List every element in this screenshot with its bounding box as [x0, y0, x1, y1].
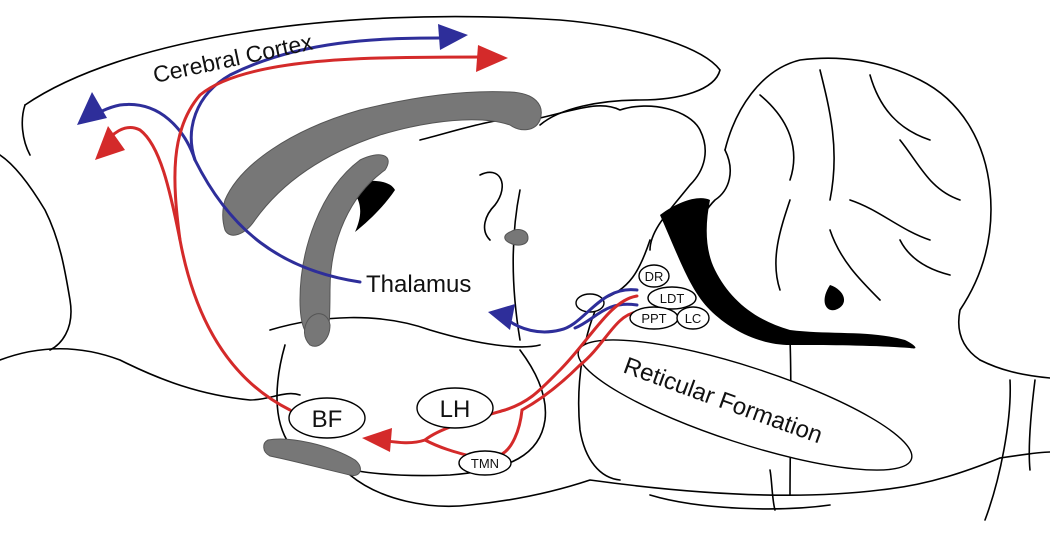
- lc-nucleus: LC: [676, 306, 710, 330]
- lc-label: LC: [685, 311, 702, 326]
- fourth-ventricle: [660, 198, 916, 349]
- ppt-label: PPT: [641, 311, 666, 326]
- ldt-label: LDT: [660, 291, 685, 306]
- lateral-ventricles: [222, 91, 542, 477]
- bf-nucleus: BF: [288, 397, 366, 439]
- ppt-nucleus: PPT: [629, 306, 679, 330]
- ldt-nucleus: LDT: [647, 286, 697, 310]
- tmn-nucleus: TMN: [458, 450, 512, 476]
- dr-label: DR: [645, 269, 664, 284]
- extrathalamic-pathway: [95, 45, 639, 458]
- thalamic-pathway: [77, 24, 639, 334]
- dr-nucleus: DR: [638, 264, 670, 288]
- thalamus-label: Thalamus: [366, 271, 471, 298]
- lh-nucleus: LH: [416, 387, 494, 429]
- reticular-formation-rostral-lobe: [575, 293, 605, 313]
- lh-label: LH: [440, 396, 471, 423]
- bf-label: BF: [312, 406, 343, 433]
- tmn-label: TMN: [471, 456, 499, 471]
